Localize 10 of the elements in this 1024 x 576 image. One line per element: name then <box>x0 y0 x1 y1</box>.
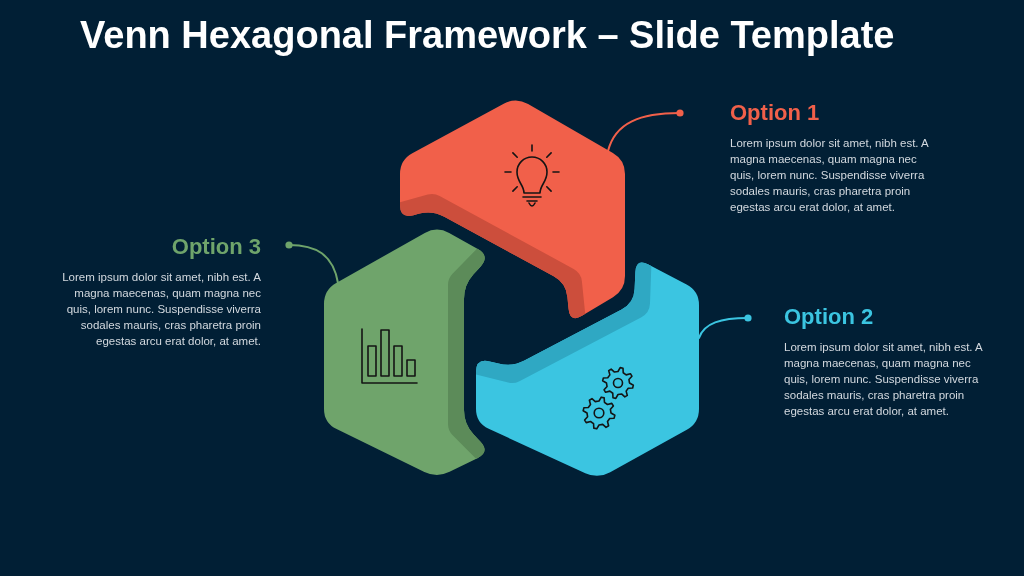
option-heading: Option 1 <box>730 99 820 127</box>
leader-line <box>285 241 339 284</box>
option-heading: Option 2 <box>784 303 874 331</box>
leader-line <box>698 314 752 339</box>
option-heading: Option 3 <box>171 233 261 261</box>
description-text: Lorem ipsum dolor sit amet, nibh est. A magna maecenas, quam magna nec quis, lorem nunc. Suspendisse viverra sodales mauris, cras pharetra proin egestas arcu erat dolor, at amet. <box>61 270 261 349</box>
leader-line <box>607 109 684 152</box>
description-text: Lorem ipsum dolor sit amet, nibh est. A magna maecenas, quam magna nec quis, lorem nunc. Suspendisse viverra sodales mauris, cras pharetra proin egestas arcu erat dolor, at amet. <box>784 340 984 419</box>
slide-title: Venn Hexagonal Framework – Slide Template <box>80 13 895 58</box>
description-text: Lorem ipsum dolor sit amet, nibh est. A magna maecenas, quam magna nec quis, lorem nunc. Suspendisse viverra sodales mauris, cras pharetra proin egestas arcu erat dolor, at amet. <box>730 136 930 215</box>
